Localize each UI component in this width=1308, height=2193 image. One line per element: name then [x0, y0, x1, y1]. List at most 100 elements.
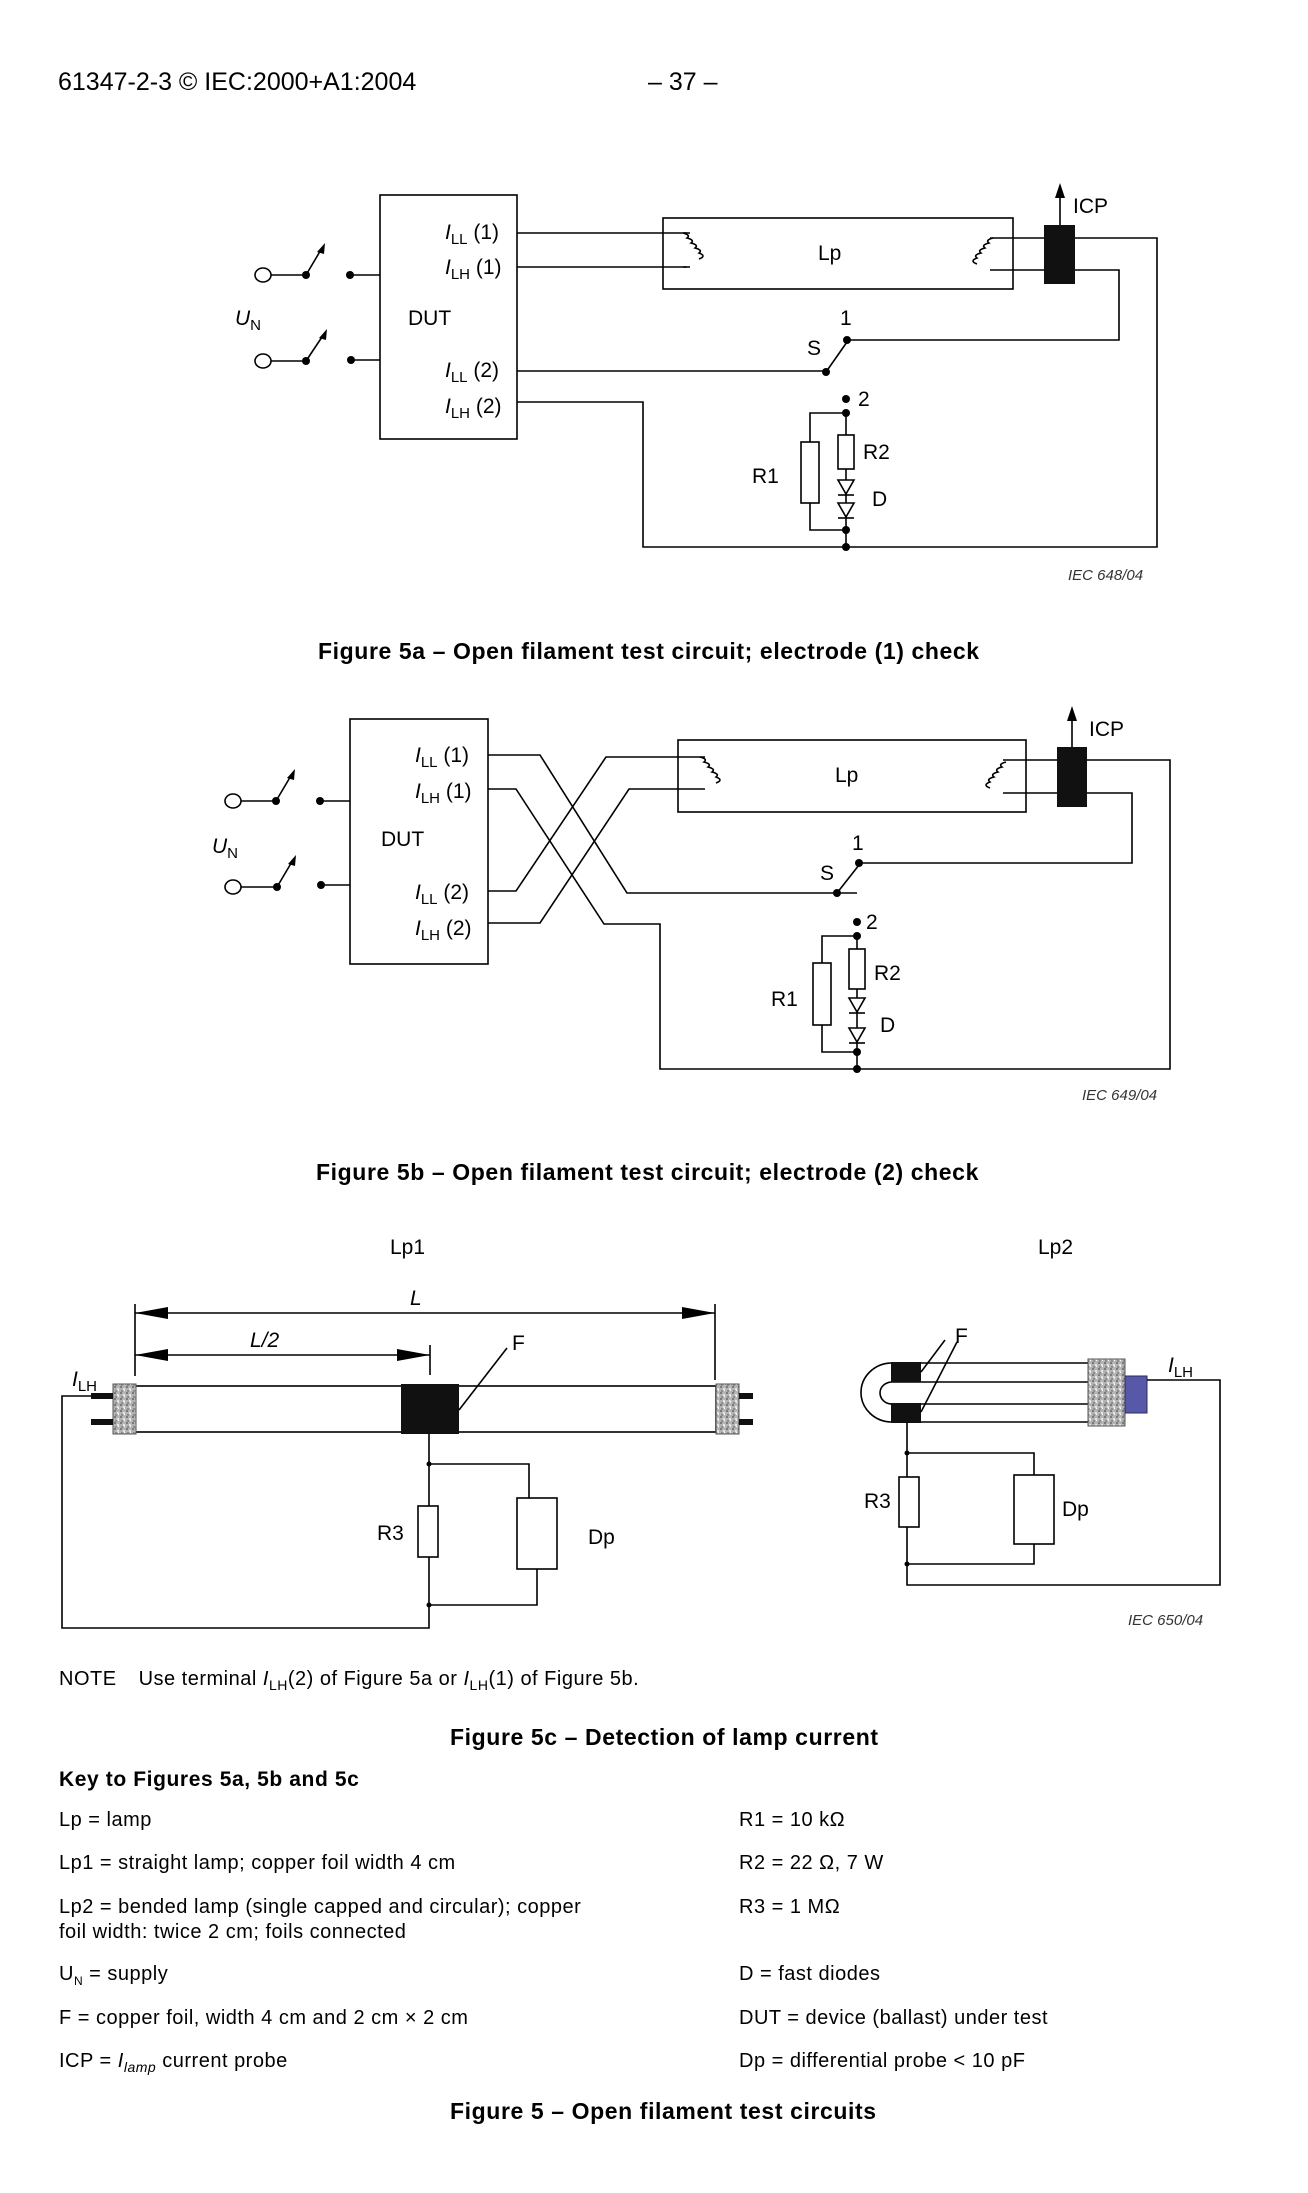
un-label: UN — [212, 835, 238, 862]
key-item-r2: R2 = 22 Ω, 7 W — [739, 1852, 884, 1874]
key-item-dp: Dp = differential probe < 10 pF — [739, 2050, 1026, 2072]
icp-label: ICP — [1089, 718, 1124, 741]
icp-label: ICP — [1073, 195, 1108, 218]
dut-label: DUT — [381, 828, 424, 851]
terminal-ill2: ILL (2) — [445, 359, 499, 386]
key-subscript: lamp — [123, 2059, 157, 2075]
dp-label: Dp — [588, 1526, 615, 1549]
lp1-drawing: Lp1 L L/2 F ILH R3 Dp — [61, 1236, 753, 1629]
r3-label: R3 — [377, 1522, 404, 1545]
note-symbol: I — [262, 1668, 269, 1690]
selector-switch — [825, 341, 848, 373]
diode-icon — [847, 997, 867, 1014]
supply-terminals — [224, 769, 350, 895]
arrow-right-icon — [397, 1349, 430, 1361]
figure-5b-caption: Figure 5b – Open filament test circuit; … — [316, 1159, 979, 1185]
dut-box — [379, 194, 518, 440]
filament-left-icon — [699, 756, 721, 784]
un-label: UN — [235, 307, 261, 334]
current-probe — [1044, 225, 1075, 284]
wire-ilh2 — [488, 788, 705, 924]
selector-switch — [836, 864, 860, 894]
key-item-r3: R3 = 1 MΩ — [739, 1896, 841, 1918]
wire-ilh1 — [488, 759, 1171, 1070]
lamp-label: Lp — [835, 764, 858, 787]
foil-label: F — [512, 1332, 525, 1355]
position-1-label: 1 — [852, 832, 864, 855]
arrow-left-icon — [135, 1307, 168, 1319]
note-subscript: LH — [268, 1677, 288, 1693]
r2-label: R2 — [863, 441, 890, 464]
key-subscript: N — [73, 1974, 84, 1988]
filament-right-icon — [972, 237, 994, 265]
d-label: D — [880, 1014, 895, 1037]
figure-5-caption: Figure 5 – Open filament test circuits — [450, 2098, 877, 2124]
current-probe — [1057, 747, 1087, 807]
lamp-cap-right — [715, 1383, 740, 1435]
position-2-label: 2 — [866, 911, 878, 934]
iec-reference: IEC 649/04 — [1082, 1087, 1157, 1104]
diode-icon — [847, 1027, 867, 1044]
lamp-box — [677, 739, 1027, 813]
lamp-cap-left — [112, 1383, 137, 1435]
key-definition: current probe — [156, 2050, 288, 2072]
note-symbol: I — [463, 1668, 470, 1690]
note-subscript: LH — [469, 1677, 489, 1693]
page-number: – 37 – — [648, 68, 718, 96]
key-symbol: ICP = — [59, 2050, 118, 2072]
key-heading: Key to Figures 5a, 5b and 5c — [59, 1768, 360, 1791]
terminal-ill2: ILL (2) — [415, 881, 469, 908]
arrow-up-icon — [1055, 183, 1065, 198]
copper-foil-top — [891, 1362, 921, 1382]
terminal-ilh2: ILH (2) — [415, 917, 472, 944]
lamp-base — [1087, 1358, 1126, 1427]
key-item-lp2: Lp2 = bended lamp (single capped and cir… — [59, 1896, 582, 1918]
key-item-lp2-cont: foil width: twice 2 cm; foils connected — [59, 1921, 407, 1943]
ilh-label: ILH — [1168, 1354, 1193, 1381]
key-item-lp1: Lp1 = straight lamp; copper foil width 4… — [59, 1852, 456, 1874]
iec-reference: IEC 650/04 — [1128, 1612, 1203, 1629]
terminal-ilh1: ILH (1) — [415, 780, 472, 807]
lp1-title: Lp1 — [390, 1236, 425, 1259]
key-item-lp: Lp = lamp — [59, 1809, 152, 1831]
ilh-label: ILH — [72, 1368, 97, 1395]
diode-icon — [836, 479, 856, 496]
note-part: (1) of Figure 5b. — [488, 1668, 640, 1690]
key-item-un: UN = supply — [59, 1963, 168, 1988]
wire-ill1 — [488, 754, 857, 894]
key-definition: = supply — [83, 1963, 169, 1985]
dp-label: Dp — [1062, 1498, 1089, 1521]
figure-5c-caption: Figure 5c – Detection of lamp current — [450, 1724, 879, 1750]
dimension-l-label: L — [410, 1287, 422, 1310]
d-label: D — [872, 488, 887, 511]
resistor-r3 — [898, 1476, 920, 1528]
key-item-r1: R1 = 10 kΩ — [739, 1809, 846, 1831]
note-prefix: NOTE — [59, 1668, 117, 1690]
iec-reference: IEC 648/04 — [1068, 567, 1143, 584]
foil-label: F — [955, 1325, 968, 1348]
dimension-half-l-label: L/2 — [250, 1329, 280, 1352]
lp2-title: Lp2 — [1038, 1236, 1073, 1259]
terminal-ill1: ILL (1) — [415, 744, 469, 771]
figure-5a-caption: Figure 5a – Open filament test circuit; … — [318, 638, 980, 664]
arrow-right-icon — [682, 1307, 715, 1319]
arrow-left-icon — [135, 1349, 168, 1361]
note-part: (2) of Figure 5a or — [287, 1668, 464, 1690]
r2-label: R2 — [874, 962, 901, 985]
lp2-drawing: Lp2 F ILH R3 Dp IEC 650/04 — [860, 1236, 1221, 1629]
arrow-up-icon — [1067, 706, 1077, 721]
terminal-ill1: ILL (1) — [445, 221, 499, 248]
figure-5b-diagram: UN DUT ILL (1) ILH (1) ILL (2) ILH (2) L… — [212, 706, 1171, 1104]
position-2-label: 2 — [858, 388, 870, 411]
copper-foil — [401, 1384, 459, 1434]
position-1-label: 1 — [840, 307, 852, 330]
key-item-f: F = copper foil, width 4 cm and 2 cm × 2… — [59, 2007, 469, 2029]
note-part: Use terminal — [138, 1668, 263, 1690]
filament-right-icon — [985, 761, 1007, 789]
key-symbol: U — [59, 1963, 74, 1985]
terminal-ilh2: ILH (2) — [445, 395, 502, 422]
dut-box — [349, 718, 489, 965]
key-item-d: D = fast diodes — [739, 1963, 881, 1985]
supply-terminals — [254, 243, 380, 369]
